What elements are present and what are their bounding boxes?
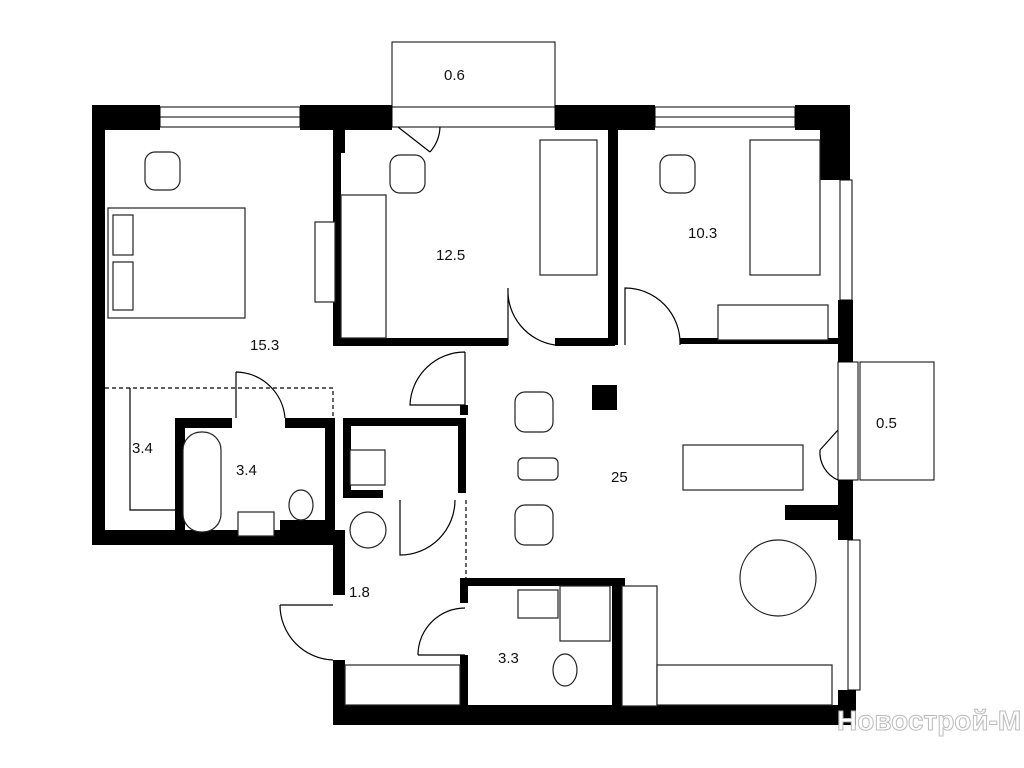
area-living-kitchen: 25 — [611, 469, 628, 486]
partitions — [105, 387, 467, 578]
area-labels: 0.6 12.5 10.3 15.3 3.4 3.4 25 0.5 1.8 3.… — [132, 67, 897, 667]
furniture — [107, 139, 833, 707]
doors — [235, 126, 839, 661]
balcony-right — [859, 361, 935, 481]
area-bedroom-small: 10.3 — [688, 225, 717, 242]
area-balcony-top: 0.6 — [444, 67, 465, 84]
balcony-top — [391, 41, 556, 108]
area-wc: 3.3 — [498, 650, 519, 667]
area-bathroom: 3.4 — [236, 462, 257, 479]
area-bedroom-master: 15.3 — [250, 337, 279, 354]
walls — [92, 105, 856, 725]
area-hallway: 1.8 — [349, 584, 370, 601]
area-wardrobe: 3.4 — [132, 440, 153, 457]
area-bedroom-child: 12.5 — [436, 247, 465, 264]
area-balcony-right: 0.5 — [876, 415, 897, 432]
watermark: Новострой-М — [837, 705, 1021, 736]
